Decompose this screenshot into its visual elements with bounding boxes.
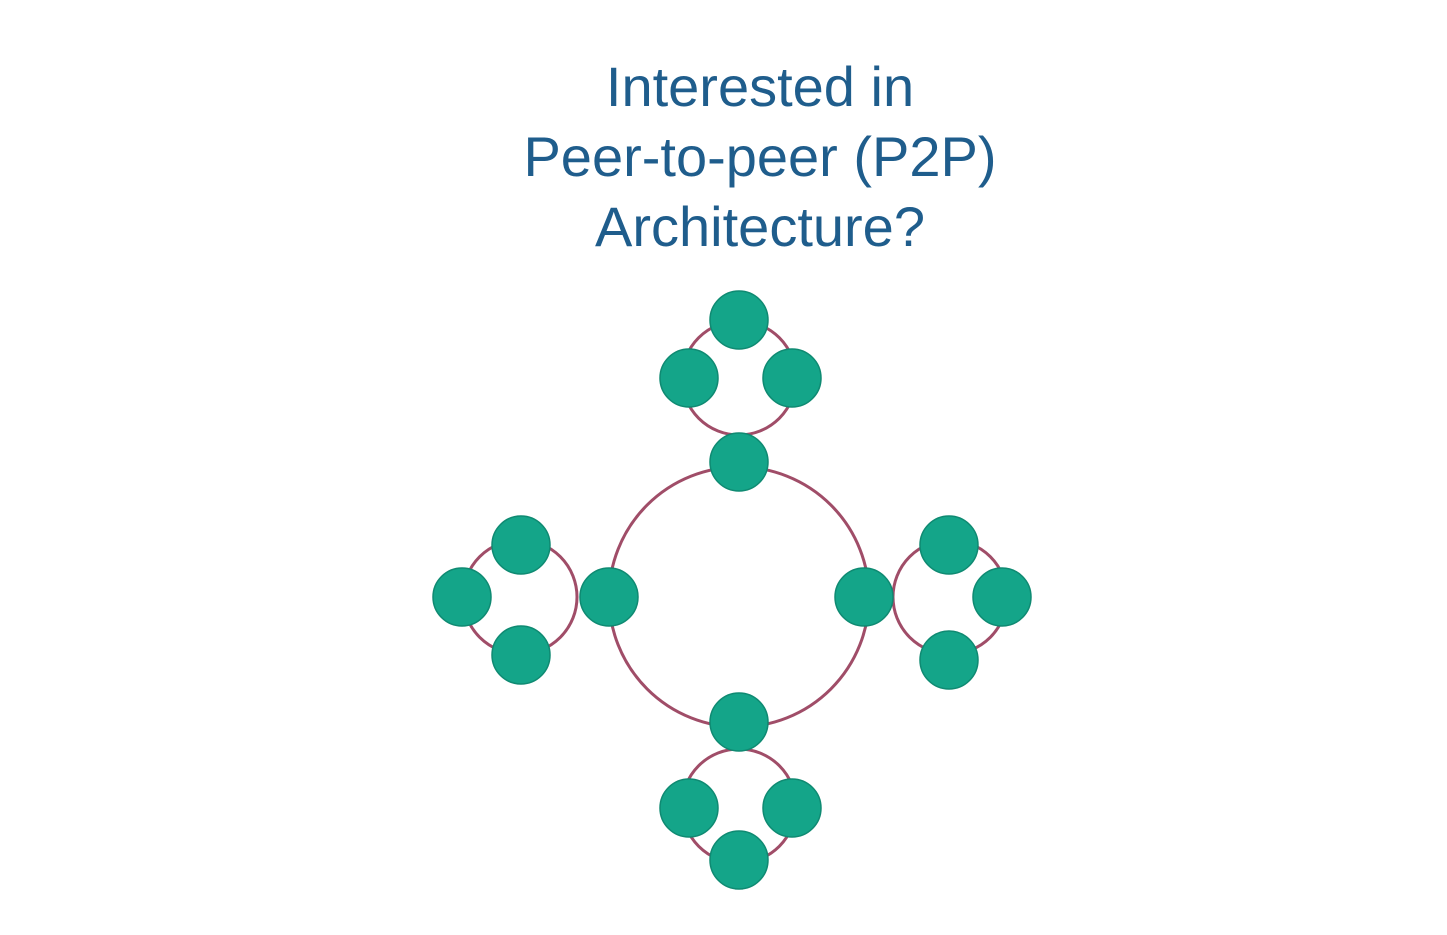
peer-node xyxy=(709,290,769,350)
peer-node xyxy=(491,625,551,685)
peer-node xyxy=(432,567,492,627)
peer-node xyxy=(491,515,551,575)
peer-node xyxy=(709,692,769,752)
central-ring xyxy=(607,465,871,729)
peer-node xyxy=(762,778,822,838)
peer-node xyxy=(579,567,639,627)
page-title: Interested in Peer-to-peer (P2P) Archite… xyxy=(0,52,1447,262)
title-line-1: Interested in xyxy=(605,55,915,118)
peer-node xyxy=(972,567,1032,627)
peer-node xyxy=(834,567,894,627)
title-line-2: Peer-to-peer (P2P) xyxy=(523,125,997,188)
peer-node xyxy=(709,432,769,492)
peer-node xyxy=(919,630,979,690)
peer-node xyxy=(709,830,769,890)
peer-node xyxy=(919,515,979,575)
title-line-3: Architecture? xyxy=(595,195,925,258)
peer-node xyxy=(659,778,719,838)
peer-node xyxy=(659,348,719,408)
peer-node xyxy=(762,348,822,408)
